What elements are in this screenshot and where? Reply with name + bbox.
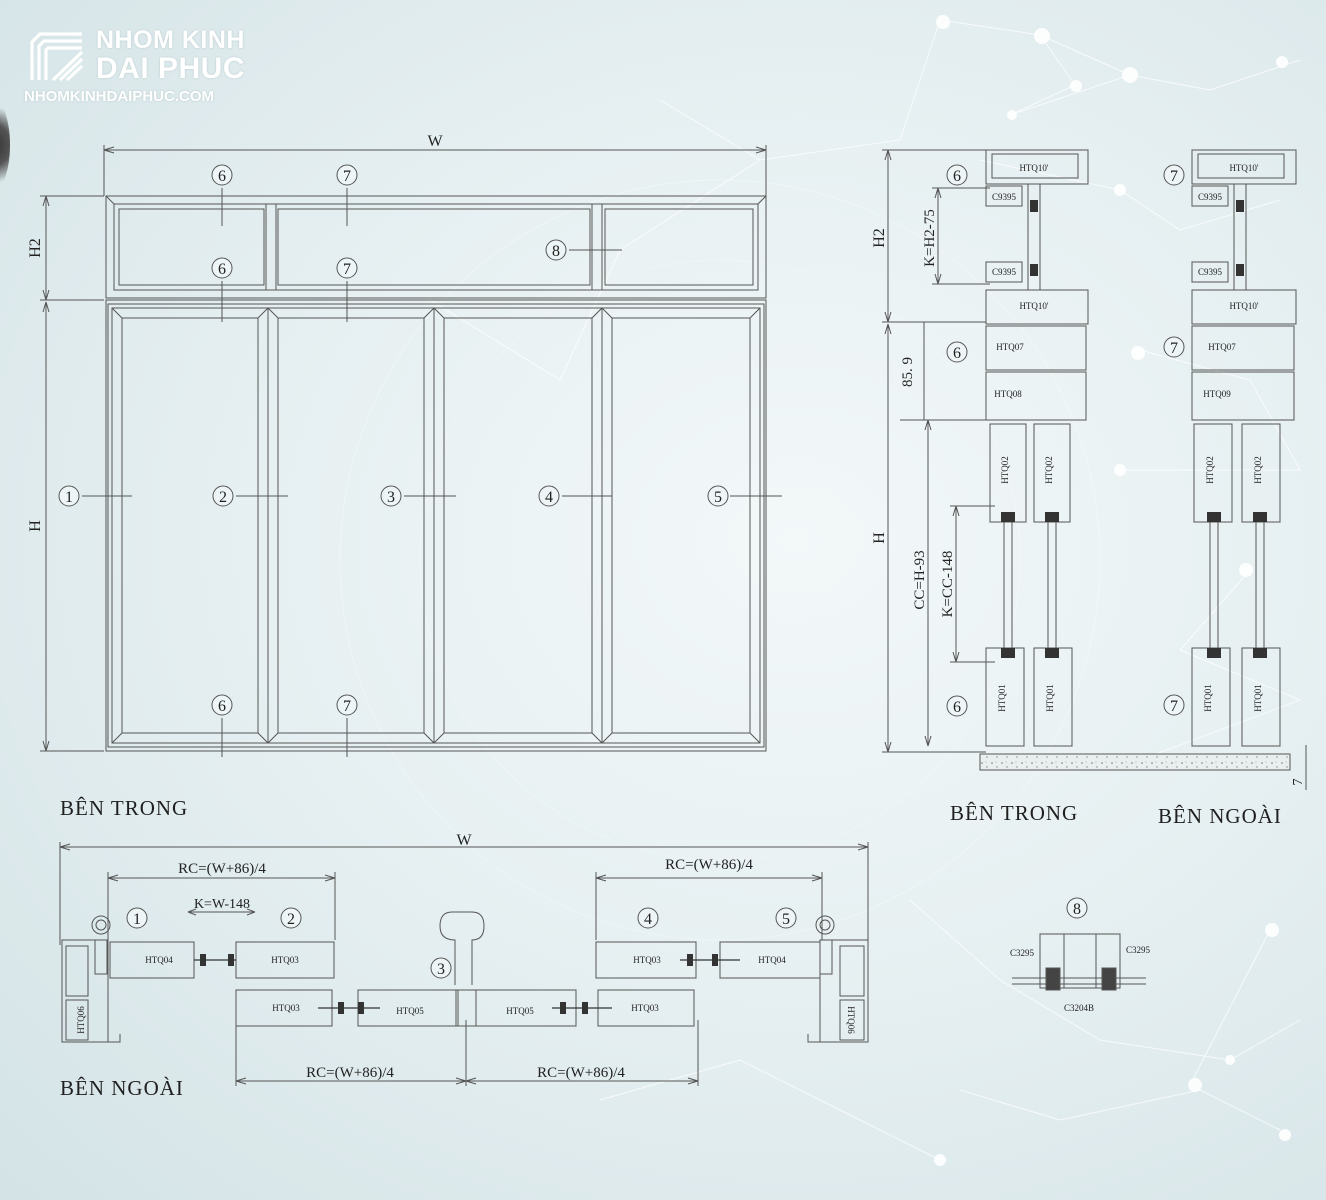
profile-label: HTQ02	[1205, 456, 1215, 484]
detail-8	[1012, 897, 1146, 991]
elevation-view	[40, 145, 782, 757]
profile-label: C9395	[1198, 267, 1223, 277]
profile-label: HTQ02	[1253, 456, 1263, 484]
marker-7: 7	[1170, 698, 1178, 715]
page-edge-shadow	[0, 95, 10, 195]
section-h2-label: H2	[871, 228, 888, 248]
profile-label: HTQ03	[633, 955, 661, 965]
profile-label: HTQ09	[1203, 389, 1231, 399]
marker-8: 8	[1073, 901, 1081, 918]
marker-2: 2	[287, 911, 295, 928]
profile-label: HTQ10'	[1229, 163, 1258, 173]
vertical-section-gaskets	[1001, 200, 1267, 658]
marker-6: 6	[218, 261, 226, 278]
plan-caption: BÊN NGOÀI	[60, 1076, 184, 1100]
marker-6: 6	[218, 698, 226, 715]
rc-label: RC=(W+86)/4	[537, 1065, 625, 1081]
profile-label: C3295	[1126, 945, 1151, 955]
marker-7: 7	[1170, 168, 1178, 185]
profile-label: HTQ05	[396, 1006, 424, 1016]
profile-label: C9395	[992, 192, 1017, 202]
marker-3: 3	[437, 961, 445, 978]
profile-label: C9395	[992, 267, 1017, 277]
profile-label: HTQ08	[994, 389, 1022, 399]
marker-7: 7	[343, 698, 351, 715]
marker-7: 7	[343, 261, 351, 278]
plan-text: W RC=(W+86)/4 RC=(W+86)/4 K=W-148 RC=(W+…	[76, 832, 856, 1081]
profile-label: HTQ10'	[1229, 301, 1258, 311]
plan-view	[59, 842, 869, 1086]
profile-label: HTQ01	[1253, 684, 1263, 712]
rc-label: RC=(W+86)/4	[306, 1065, 394, 1081]
marker-4: 4	[545, 489, 553, 506]
elevation-caption: BÊN TRONG	[60, 796, 189, 820]
profile-label: C9395	[1198, 192, 1223, 202]
k-label: K=W-148	[194, 897, 250, 912]
background-nodes	[934, 15, 1291, 1166]
marker-8: 8	[552, 243, 560, 260]
profile-label: C3295	[1010, 948, 1035, 958]
marker-6: 6	[953, 699, 961, 716]
profile-label: HTQ07	[1208, 342, 1236, 352]
section-h-label: H	[871, 532, 888, 544]
width-label: W	[427, 133, 443, 150]
detail-8-text: 8 C3295 C3295 C3204B	[1010, 901, 1151, 1013]
marker-6: 6	[218, 168, 226, 185]
profile-label: HTQ02	[1000, 456, 1010, 484]
marker-5: 5	[782, 911, 790, 928]
plan-width-label: W	[456, 832, 472, 849]
marker-4: 4	[644, 911, 652, 928]
profile-label: HTQ10'	[1019, 163, 1048, 173]
transom-height-label: H2	[27, 238, 44, 258]
marker-3: 3	[387, 489, 395, 506]
rc-label: RC=(W+86)/4	[665, 857, 753, 873]
elevation-text: W H2 H 6 7 6 7 6 7 8 1 2 3 4 5	[27, 133, 722, 715]
vertical-sections	[882, 149, 1307, 790]
stacked-frame-logo-icon	[30, 32, 84, 82]
marker-7: 7	[1170, 340, 1178, 357]
marker-2: 2	[219, 489, 227, 506]
marker-1: 1	[133, 911, 141, 928]
profile-label: HTQ06	[846, 1006, 856, 1034]
profile-label: HTQ06	[76, 1006, 86, 1034]
profile-label: HTQ07	[996, 342, 1024, 352]
vertical-section-text: H2 K=H2-75 85. 9 H CC=H-93 K=CC-148 7 6 …	[871, 163, 1306, 786]
section-dim-label: 85. 9	[900, 357, 916, 387]
profile-label: HTQ04	[758, 955, 786, 965]
profile-label: C3204B	[1064, 1003, 1094, 1013]
profile-label: HTQ10'	[1019, 301, 1048, 311]
profile-label: HTQ03	[631, 1003, 659, 1013]
rc-label: RC=(W+86)/4	[178, 861, 266, 877]
marker-1: 1	[65, 489, 73, 506]
section-dim-label: 7	[1291, 779, 1306, 786]
brand-block: NHOM KINH DAI PHUC NHOMKINHDAIPHUC.COM	[22, 24, 272, 110]
section-cc-label: CC=H-93	[912, 550, 928, 609]
section-caption-inside: BÊN TRONG	[950, 801, 1079, 825]
height-label: H	[27, 520, 44, 532]
section-caption-outside: BÊN NGOÀI	[1158, 804, 1282, 828]
brand-url: NHOMKINHDAIPHUC.COM	[24, 88, 214, 105]
profile-label: HTQ04	[145, 955, 173, 965]
marker-5: 5	[714, 489, 722, 506]
profile-label: HTQ01	[997, 684, 1007, 712]
marker-6: 6	[953, 168, 961, 185]
marker-7: 7	[343, 168, 351, 185]
marker-6: 6	[953, 345, 961, 362]
profile-label: HTQ01	[1203, 684, 1213, 712]
brand-name-line2: DAI PHUC	[96, 52, 246, 85]
profile-label: HTQ02	[1044, 456, 1054, 484]
profile-label: HTQ03	[272, 1003, 300, 1013]
profile-label: HTQ01	[1045, 684, 1055, 712]
profile-label: HTQ05	[506, 1006, 534, 1016]
section-k-cc-label: K=CC-148	[940, 551, 956, 618]
brand-name-line1: NHOM KINH	[96, 26, 245, 54]
profile-label: HTQ03	[271, 955, 299, 965]
section-k-h2-label: K=H2-75	[922, 209, 938, 267]
